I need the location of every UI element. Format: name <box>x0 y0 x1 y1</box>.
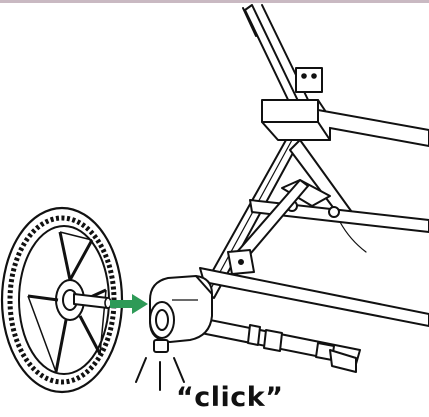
chassis-frame <box>195 4 429 373</box>
stroller-rear-wheel <box>0 206 124 394</box>
insert-arrow-icon <box>110 294 148 314</box>
top-border <box>0 0 429 3</box>
click-caption: “click” <box>176 382 284 413</box>
axle-housing <box>149 275 213 353</box>
click-indicator-lines <box>135 357 185 391</box>
